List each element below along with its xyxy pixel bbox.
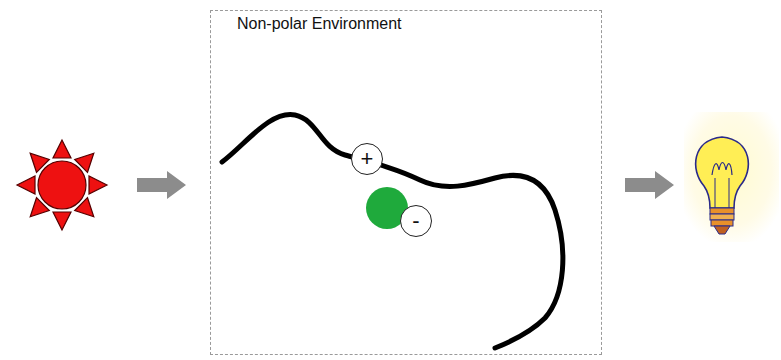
positive-charge: +: [351, 143, 383, 175]
polymer-chain: [222, 115, 563, 348]
sun-icon: [17, 140, 107, 230]
charge-sign: -: [412, 210, 419, 232]
region-title: Non-polar Environment: [237, 15, 402, 33]
environment-box: Non-polar Environment + -: [210, 10, 602, 355]
charge-sign: +: [361, 148, 374, 170]
block-arrow: [625, 171, 674, 199]
block-arrow: [137, 171, 186, 199]
negative-charge: -: [400, 205, 432, 237]
light-bulb-icon: [684, 112, 779, 242]
